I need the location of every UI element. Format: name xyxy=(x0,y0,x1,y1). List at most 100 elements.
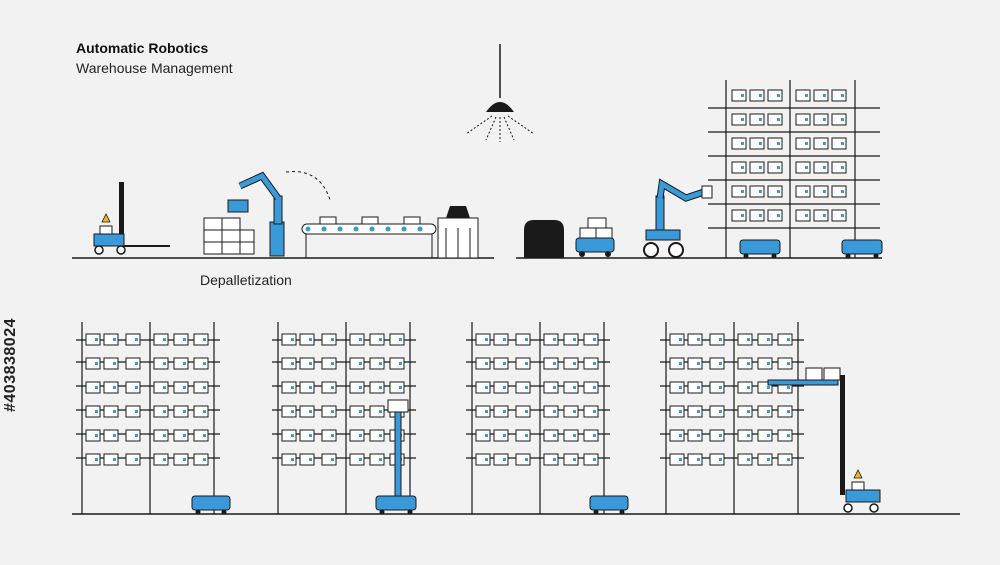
box-icon xyxy=(563,453,579,466)
storage-racks xyxy=(76,322,804,514)
box-icon xyxy=(777,357,793,370)
box-icon xyxy=(299,453,315,466)
box-icon xyxy=(281,405,297,418)
box-icon xyxy=(687,381,703,394)
box-icon xyxy=(731,137,747,150)
box-icon xyxy=(583,357,599,370)
box-icon xyxy=(795,161,811,174)
box-icon xyxy=(831,137,847,150)
box-icon xyxy=(153,429,169,442)
box-icon xyxy=(173,405,189,418)
box-icon xyxy=(475,405,491,418)
box-icon xyxy=(493,429,509,442)
box-icon xyxy=(777,453,793,466)
box-icon xyxy=(193,453,209,466)
box-icon xyxy=(757,453,773,466)
box-icon xyxy=(369,405,385,418)
box-icon xyxy=(777,429,793,442)
box-icon xyxy=(173,429,189,442)
box-icon xyxy=(153,357,169,370)
amr-robot-icon xyxy=(575,217,615,257)
box-icon xyxy=(767,113,783,126)
storage-rack xyxy=(272,322,416,514)
box-icon xyxy=(749,185,765,198)
box-icon xyxy=(299,429,315,442)
box-icon xyxy=(737,357,753,370)
box-icon xyxy=(731,161,747,174)
box-icon xyxy=(299,357,315,370)
box-icon xyxy=(795,185,811,198)
box-icon xyxy=(103,333,119,346)
box-icon xyxy=(299,381,315,394)
box-icon xyxy=(757,333,773,346)
box-icon xyxy=(795,89,811,102)
box-icon xyxy=(749,89,765,102)
box-icon xyxy=(543,429,559,442)
box-icon xyxy=(583,381,599,394)
box-icon xyxy=(813,113,829,126)
box-icon xyxy=(737,405,753,418)
box-icon xyxy=(757,357,773,370)
box-icon xyxy=(193,429,209,442)
box-icon xyxy=(281,453,297,466)
box-icon xyxy=(709,381,725,394)
box-icon xyxy=(369,429,385,442)
box-icon xyxy=(687,333,703,346)
box-icon xyxy=(153,381,169,394)
box-icon xyxy=(543,453,559,466)
box-icon xyxy=(777,405,793,418)
box-icon xyxy=(493,381,509,394)
box-icon xyxy=(583,333,599,346)
box-icon xyxy=(687,453,703,466)
box-icon xyxy=(687,405,703,418)
box-icon xyxy=(543,381,559,394)
box-icon xyxy=(563,333,579,346)
box-icon xyxy=(515,357,531,370)
box-icon xyxy=(515,381,531,394)
box-icon xyxy=(813,185,829,198)
box-icon xyxy=(515,333,531,346)
box-icon xyxy=(349,357,365,370)
pallet-robot-icon xyxy=(93,182,170,255)
box-icon xyxy=(349,453,365,466)
box-icon xyxy=(709,357,725,370)
box-icon xyxy=(173,333,189,346)
box-icon xyxy=(125,429,141,442)
box-icon xyxy=(669,453,685,466)
box-icon xyxy=(731,209,747,222)
box-icon xyxy=(515,429,531,442)
box-icon xyxy=(543,405,559,418)
box-icon xyxy=(813,161,829,174)
box-icon xyxy=(709,429,725,442)
box-icon xyxy=(737,453,753,466)
box-icon xyxy=(321,357,337,370)
wrapping-machine-icon xyxy=(437,206,479,259)
box-icon xyxy=(767,137,783,150)
box-icon xyxy=(103,357,119,370)
box-icon xyxy=(281,357,297,370)
box-icon xyxy=(125,381,141,394)
amr-robot-icon xyxy=(191,495,231,515)
box-icon xyxy=(299,333,315,346)
box-icon xyxy=(669,405,685,418)
box-icon xyxy=(475,333,491,346)
box-icon xyxy=(813,209,829,222)
forklift-robot-icon xyxy=(767,367,881,513)
storage-rack xyxy=(466,322,610,514)
box-icon xyxy=(709,333,725,346)
box-icon xyxy=(193,357,209,370)
rack-robot-icon xyxy=(739,239,781,259)
box-icon xyxy=(831,161,847,174)
box-icon xyxy=(543,333,559,346)
box-icon xyxy=(563,381,579,394)
box-icon xyxy=(563,405,579,418)
box-icon xyxy=(281,381,297,394)
box-icon xyxy=(475,357,491,370)
box-icon xyxy=(153,405,169,418)
box-icon xyxy=(669,381,685,394)
box-icon xyxy=(795,209,811,222)
box-icon xyxy=(389,333,405,346)
box-icon xyxy=(369,333,385,346)
conveyor-belt xyxy=(301,216,437,258)
box-icon xyxy=(173,357,189,370)
